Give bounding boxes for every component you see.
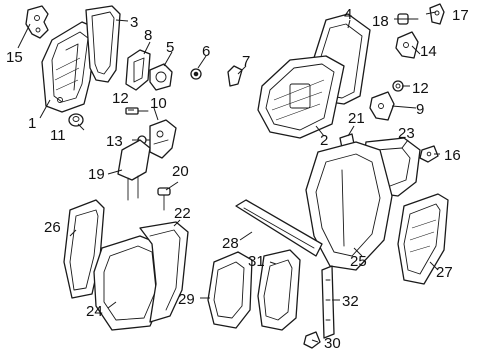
callout-21: 21 [348,110,365,127]
callout-25: 25 [350,253,367,270]
callout-18: 18 [372,13,389,30]
callout-7: 7 [242,53,250,70]
part-25-seatback-cushion [305,141,393,271]
callout-32: 32 [342,293,359,310]
part-28-armrest-bar [235,199,323,257]
callout-9: 9 [416,101,424,118]
part-17-bracket [429,3,445,25]
callout-20: 20 [172,163,189,180]
part-12-bolt-left [125,107,149,115]
callout-10: 10 [150,95,167,112]
part-12-nut-right [392,80,404,92]
callout-17: 17 [452,7,469,24]
part-7-spring-clip [227,65,243,87]
part-8-latch [125,49,151,91]
part-9-bracket [369,91,395,121]
callout-14: 14 [420,43,437,60]
callout-1: 1 [28,115,36,132]
callout-2: 2 [320,132,328,149]
callout-16: 16 [444,147,461,164]
part-32-rail [321,265,335,339]
callout-24: 24 [86,303,103,320]
callout-labels: 1 2 3 4 5 6 7 8 9 10 11 12 12 13 14 15 1… [6,6,469,352]
callout-6: 6 [202,43,210,60]
callout-12-left: 12 [112,90,129,107]
part-29-armrest-pad [207,251,253,329]
part-16-clip [419,145,439,163]
callout-13: 13 [106,133,123,150]
part-11-knob [68,113,84,127]
callout-4: 4 [344,6,352,23]
callout-19: 19 [88,166,105,183]
part-20-guide [157,187,171,211]
part-6-clip [190,68,202,80]
callout-12-right: 12 [412,80,429,97]
part-2-right-seatback-frame [257,55,345,139]
part-15-hinge-bracket [25,5,49,39]
part-31-bracket-frame [257,249,301,331]
part-10-lock-assembly [149,119,177,159]
part-14-hinge [395,31,419,59]
part-5-bezel [149,63,173,91]
callout-29: 29 [178,291,195,308]
callout-22: 22 [174,205,191,222]
callout-30: 30 [324,335,341,352]
callout-5: 5 [166,39,174,56]
callout-28: 28 [222,235,239,252]
callout-8: 8 [144,27,152,44]
part-19-headrest [117,139,151,201]
part-3-left-back-panel [85,5,121,83]
callout-11: 11 [50,127,66,144]
callout-27: 27 [436,264,453,281]
leader-lines [17,11,440,343]
callout-23: 23 [398,125,415,142]
part-22-seat-cover [139,221,189,323]
callout-3: 3 [130,14,138,31]
callout-26: 26 [44,219,61,236]
part-24-seat-cushion [93,235,167,331]
callout-31: 31 [248,253,265,270]
callout-15: 15 [6,49,23,66]
part-27-side-trim [397,193,449,285]
